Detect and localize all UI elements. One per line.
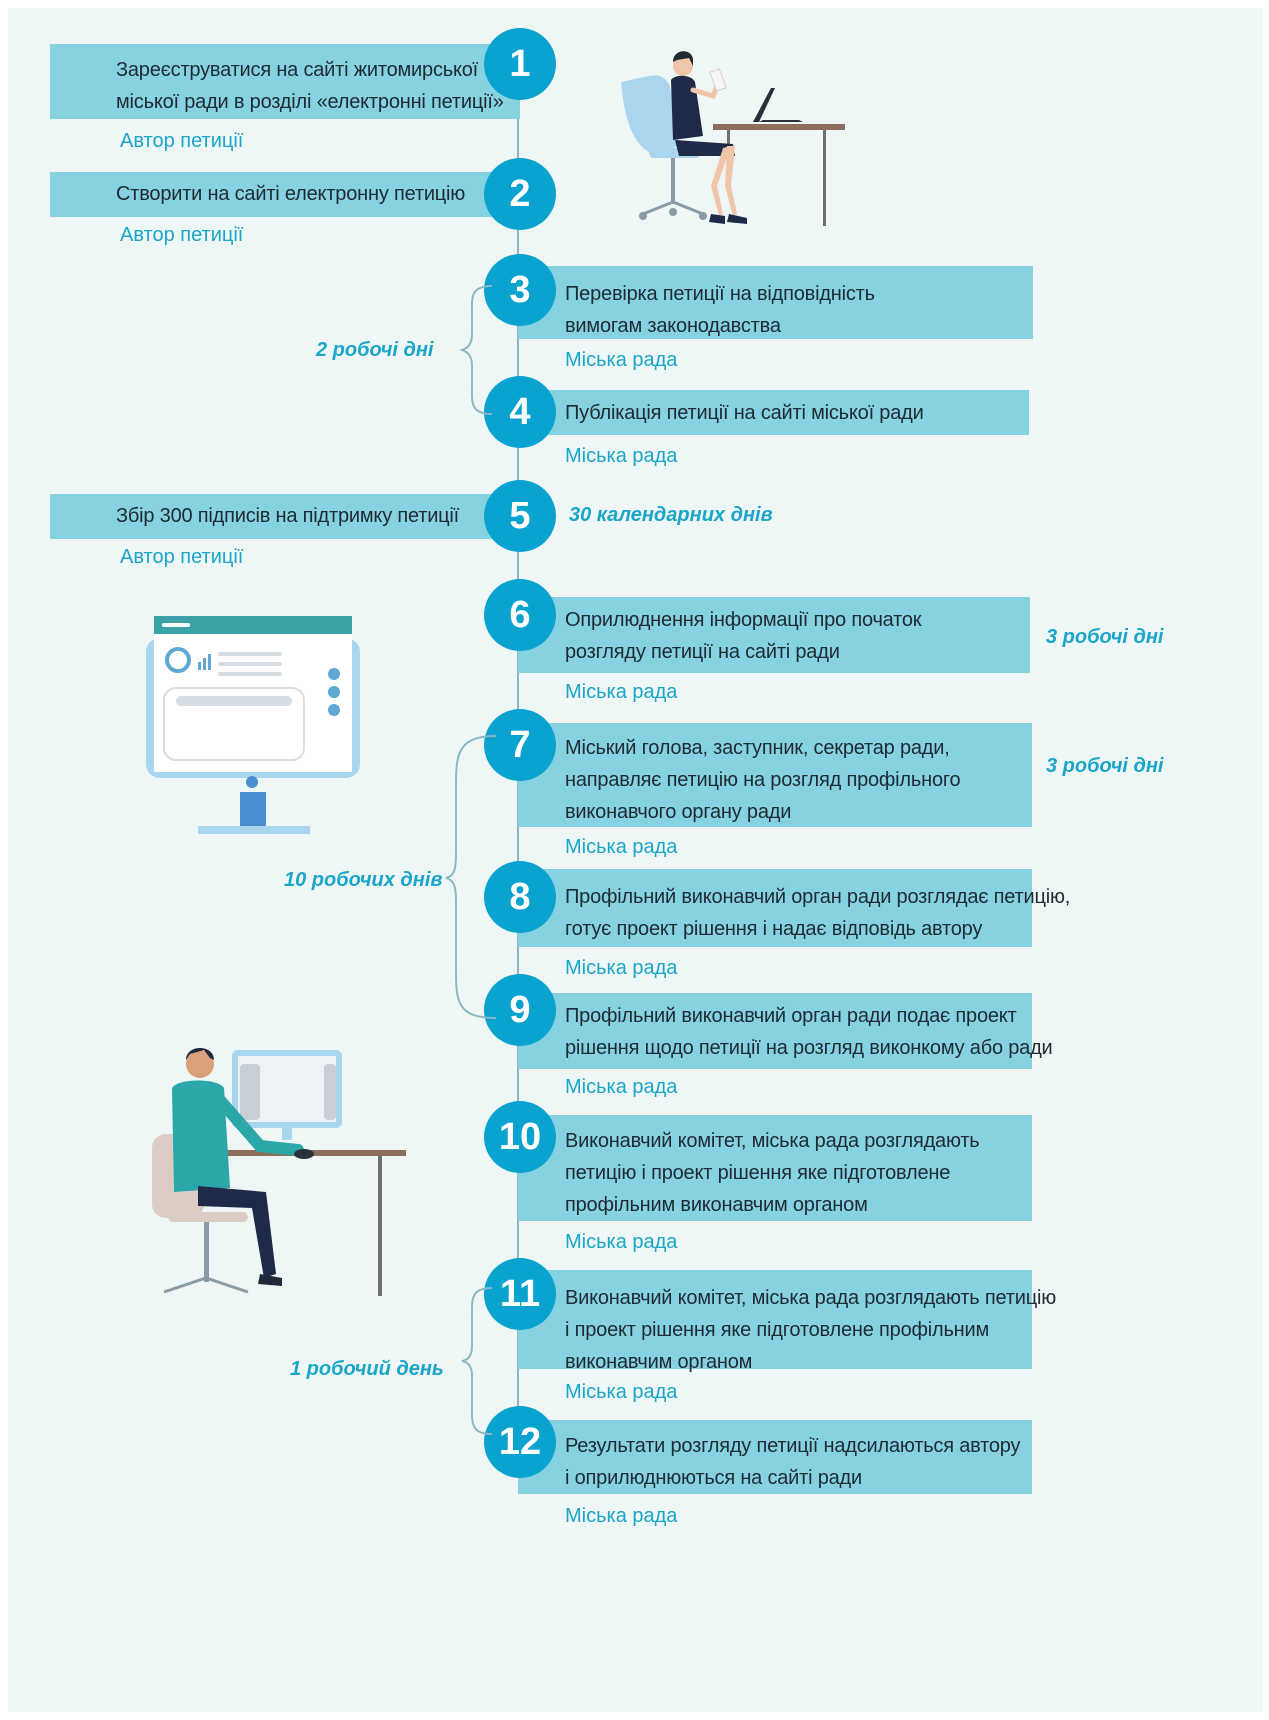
duration-steps-3-4: 2 робочі дні bbox=[316, 339, 434, 361]
step-10-number: 10 bbox=[484, 1101, 556, 1173]
step-9-actor: Міська рада bbox=[565, 1076, 678, 1098]
duration-steps-7-9: 10 робочих днів bbox=[284, 869, 443, 891]
step-5-actor: Автор петиції bbox=[120, 546, 244, 568]
monitor-dashboard-icon bbox=[146, 616, 360, 834]
step-3-bar bbox=[518, 266, 1033, 339]
step-12-number: 12 bbox=[484, 1406, 556, 1478]
woman-at-desk-icon bbox=[621, 51, 845, 226]
step-5-bar bbox=[50, 494, 520, 539]
step-6-actor: Міська рада bbox=[565, 681, 678, 703]
step-12-actor: Міська рада bbox=[565, 1505, 678, 1527]
step-2-actor: Автор петиції bbox=[120, 224, 244, 246]
step-4-bar bbox=[518, 390, 1029, 435]
step-2-text: Створити на сайті електронну петицію bbox=[116, 183, 466, 205]
step-7-text: Міський голова, заступник, секретар ради… bbox=[565, 737, 961, 823]
brace-steps-11-12 bbox=[461, 1287, 493, 1435]
step-4-number: 4 bbox=[484, 376, 556, 448]
step-7-bar bbox=[518, 723, 1032, 827]
duration-step-5: 30 календарних днів bbox=[569, 504, 773, 526]
step-8-bar bbox=[518, 869, 1032, 947]
step-6-number: 6 bbox=[484, 579, 556, 651]
duration-steps-11-12: 1 робочий день bbox=[290, 1358, 444, 1380]
step-11-bar bbox=[518, 1270, 1032, 1369]
step-12-text: Результати розгляду петиції надсилаються… bbox=[565, 1435, 1021, 1489]
step-2-number: 2 bbox=[484, 158, 556, 230]
duration-step-6: 3 робочі дні bbox=[1046, 626, 1164, 648]
step-5-number: 5 bbox=[484, 480, 556, 552]
step-1-bar bbox=[50, 44, 520, 119]
step-1-number: 1 bbox=[484, 28, 556, 100]
man-at-computer-icon bbox=[152, 1048, 406, 1296]
step-11-actor: Міська рада bbox=[565, 1381, 678, 1403]
brace-steps-3-4 bbox=[458, 285, 493, 415]
step-9-bar bbox=[518, 993, 1032, 1069]
step-4-actor: Міська рада bbox=[565, 445, 678, 467]
step-12-bar bbox=[518, 1420, 1032, 1494]
step-4-text: Публікація петиції на сайті міської ради bbox=[565, 402, 924, 424]
step-8-number: 8 bbox=[484, 861, 556, 933]
step-1-actor: Автор петиції bbox=[120, 130, 244, 152]
step-7-actor: Міська рада bbox=[565, 836, 678, 858]
step-8-text: Профільний виконавчий орган ради розгляд… bbox=[565, 886, 1071, 940]
step-8-actor: Міська рада bbox=[565, 957, 678, 979]
step-3-actor: Міська рада bbox=[565, 349, 678, 371]
step-9-text: Профільний виконавчий орган ради подає п… bbox=[565, 1005, 1053, 1059]
step-3-number: 3 bbox=[484, 254, 556, 326]
step-10-text: Виконавчий комітет, міська рада розгляда… bbox=[565, 1130, 980, 1216]
step-10-actor: Міська рада bbox=[565, 1231, 678, 1253]
step-11-number: 11 bbox=[484, 1258, 556, 1330]
step-7-number: 7 bbox=[484, 709, 556, 781]
step-10-bar bbox=[518, 1115, 1032, 1221]
step-6-bar bbox=[518, 597, 1030, 673]
step-11-text: Виконавчий комітет, міська рада розгляда… bbox=[565, 1287, 1057, 1373]
duration-step-7: 3 робочі дні bbox=[1046, 755, 1164, 777]
step-9-number: 9 bbox=[484, 974, 556, 1046]
step-5-text: Збір 300 підписів на підтримку петиції bbox=[116, 505, 460, 527]
step-2-bar bbox=[50, 172, 520, 217]
brace-steps-7-9 bbox=[445, 735, 497, 1019]
